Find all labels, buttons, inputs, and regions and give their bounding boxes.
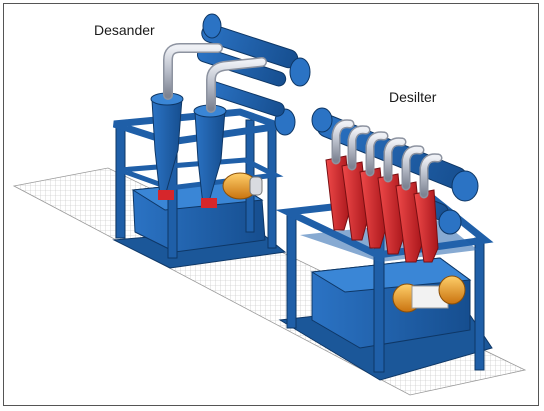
inlet-pipes: [331, 119, 443, 199]
hydrocyclone-cones: [325, 155, 439, 263]
desander-label: Desander: [94, 22, 155, 38]
desilter-label: Desilter: [389, 89, 437, 105]
desander-unit: [112, 13, 311, 269]
desilter-unit: [275, 107, 494, 381]
